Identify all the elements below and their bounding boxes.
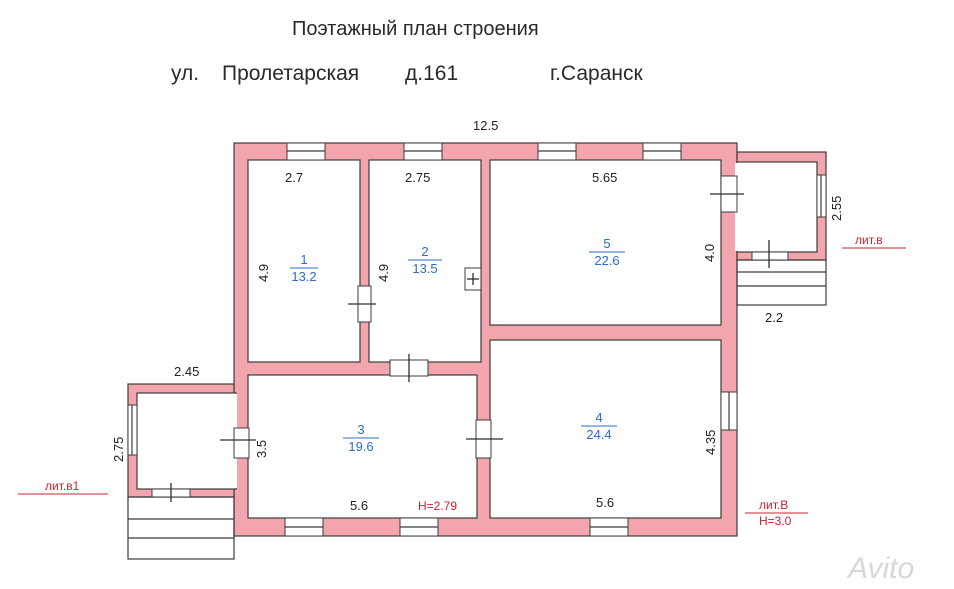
room-label-4: 4 24.4 — [581, 410, 617, 442]
doors — [151, 175, 789, 502]
dim-room1-depth: 4.9 — [256, 264, 271, 282]
svg-text:22.6: 22.6 — [594, 253, 619, 268]
street-name: Пролетарская — [222, 62, 360, 85]
plan-title: Поэтажный план строения — [292, 18, 539, 40]
room-label-2: 2 13.5 — [408, 244, 442, 276]
dim-overall-width: 12.5 — [473, 118, 498, 133]
dim-left-porch-width: 2.45 — [174, 364, 199, 379]
svg-text:13.5: 13.5 — [412, 261, 437, 276]
dim-right-porch-width: 2.2 — [765, 310, 783, 325]
dim-room5-depth: 4.0 — [702, 244, 717, 262]
height-main-label: H=3.0 — [759, 514, 792, 528]
lit-V-label: лит.В — [759, 498, 788, 512]
right-steps — [736, 259, 827, 306]
dim-left-porch-depth: 2.75 — [111, 437, 126, 462]
svg-text:5: 5 — [603, 236, 610, 251]
room-1 — [247, 159, 361, 363]
dim-room3-width: 5.6 — [350, 498, 368, 513]
room-label-5: 5 22.6 — [589, 236, 625, 268]
svg-text:24.4: 24.4 — [586, 427, 611, 442]
svg-text:13.2: 13.2 — [291, 269, 316, 284]
dim-room4-depth: 4.35 — [703, 430, 718, 455]
lit-v-label: лит.в — [855, 233, 883, 247]
dim-room5-width: 5.65 — [592, 170, 617, 185]
room-4 — [489, 339, 722, 519]
room-5 — [489, 159, 722, 326]
left-porch-room — [136, 392, 237, 490]
svg-text:2: 2 — [421, 244, 428, 259]
dim-room2-width: 2.75 — [405, 170, 430, 185]
dim-room2-depth: 4.9 — [376, 264, 391, 282]
dim-room3-depth: 3.5 — [254, 440, 269, 458]
avito-watermark: Avito — [846, 552, 914, 585]
svg-text:3: 3 — [357, 422, 364, 437]
room-label-3: 3 19.6 — [343, 422, 379, 454]
city-name: г.Саранск — [550, 62, 643, 85]
windows — [127, 142, 827, 537]
height-room3-label: H=2.79 — [418, 499, 457, 513]
svg-text:19.6: 19.6 — [348, 439, 373, 454]
room-label-1: 1 13.2 — [290, 252, 318, 284]
svg-text:4: 4 — [595, 410, 602, 425]
left-steps — [127, 496, 235, 560]
dim-right-porch-depth: 2.55 — [829, 196, 844, 221]
lit-v1-label: лит.в1 — [45, 479, 80, 493]
room-2 — [368, 159, 482, 363]
right-porch-room — [736, 161, 818, 253]
dim-room4-width: 5.6 — [596, 495, 614, 510]
svg-text:1: 1 — [300, 252, 307, 267]
street-prefix: ул. — [171, 62, 200, 85]
house-number: д.161 — [405, 62, 459, 85]
dim-room1-width: 2.7 — [285, 170, 303, 185]
